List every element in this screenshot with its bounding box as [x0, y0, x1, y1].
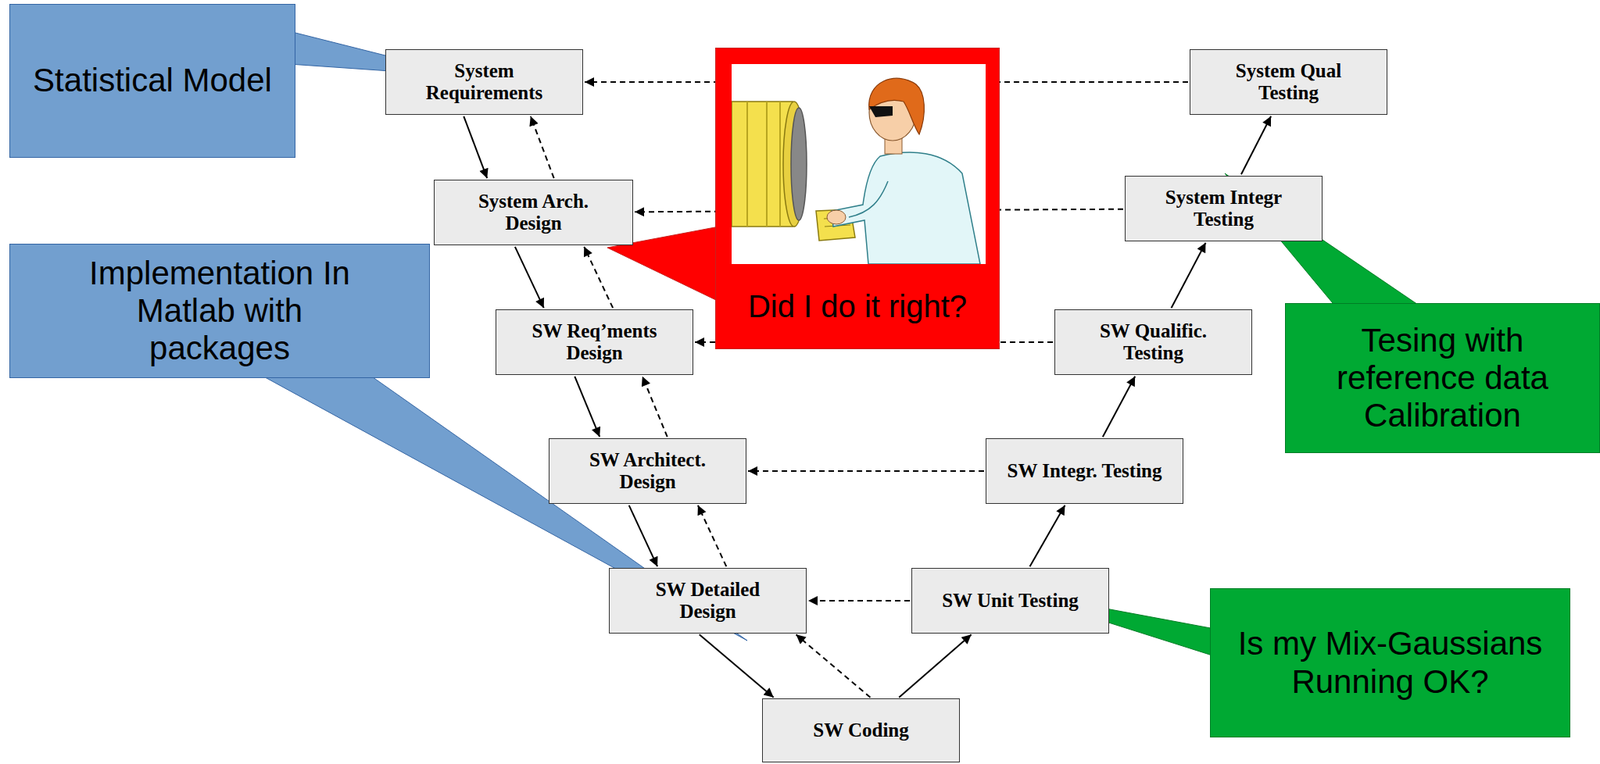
box-label: SW Unit Testing — [941, 590, 1079, 613]
process-box: SW Architect. Design — [548, 438, 747, 505]
flow-arrow — [515, 246, 545, 308]
person — [826, 78, 981, 265]
box-label: Tesing with reference data Calibration — [1309, 322, 1576, 436]
box-label: System Arch. Design — [450, 190, 617, 235]
flow-arrow — [574, 376, 600, 437]
flow-arrow — [898, 634, 971, 698]
callout-box: Statistical Model — [9, 3, 296, 158]
feedback-arrow — [642, 376, 668, 437]
box-label: System Requirements — [401, 60, 567, 104]
box-label: Did I do it right? — [748, 288, 967, 325]
box-label: Statistical Model — [32, 61, 273, 100]
feedback-arrow — [583, 246, 613, 308]
feedback-arrow — [808, 600, 910, 602]
monitor-cylinder — [731, 101, 807, 227]
box-label: SW Qualific. Testing — [1070, 320, 1236, 365]
process-box: System Qual Testing — [1189, 49, 1388, 115]
box-label: System Integr Testing — [1141, 186, 1307, 231]
flow-arrow — [1171, 243, 1207, 308]
process-box: SW Coding — [762, 698, 960, 763]
process-box: SW Integr. Testing — [985, 438, 1184, 505]
callout-box: Did I do it right? — [715, 47, 1000, 350]
process-box: SW Detailed Design — [608, 568, 807, 634]
flow-arrow — [1030, 505, 1066, 568]
box-label: SW Detailed Design — [625, 579, 791, 623]
process-box: System Requirements — [385, 49, 584, 115]
flow-arrow — [1102, 376, 1135, 437]
flow-arrow — [629, 505, 658, 567]
feedback-arrow — [530, 116, 555, 179]
feedback-arrow — [697, 505, 727, 567]
box-label: Is my Mix-Gaussians Running OK? — [1218, 625, 1562, 702]
callout-box: Tesing with reference data Calibration — [1285, 303, 1600, 454]
engineer-illustration — [731, 64, 986, 265]
process-box: SW Qualific. Testing — [1054, 309, 1253, 376]
callout-box: Is my Mix-Gaussians Running OK? — [1209, 588, 1571, 738]
process-box: System Arch. Design — [433, 179, 634, 246]
box-label: SW Integr. Testing — [1007, 460, 1163, 483]
box-label: SW Req’ments Design — [511, 320, 677, 365]
box-label: SW Architect. Design — [565, 449, 731, 494]
process-box: SW Req’ments Design — [495, 309, 694, 376]
box-label: System Qual Testing — [1206, 60, 1371, 104]
picture-ground — [731, 64, 986, 265]
feedback-arrow — [796, 634, 871, 698]
box-label: SW Coding — [812, 719, 910, 742]
callout-box: Implementation In Matlab with packages — [9, 243, 430, 379]
feedback-arrow — [748, 470, 985, 473]
process-box: SW Unit Testing — [911, 568, 1110, 634]
process-box: System Integr Testing — [1124, 175, 1323, 242]
flow-arrow — [1241, 116, 1271, 175]
flow-arrow — [699, 634, 774, 698]
box-label: Implementation In Matlab with packages — [88, 254, 351, 369]
flow-arrow — [463, 116, 487, 179]
